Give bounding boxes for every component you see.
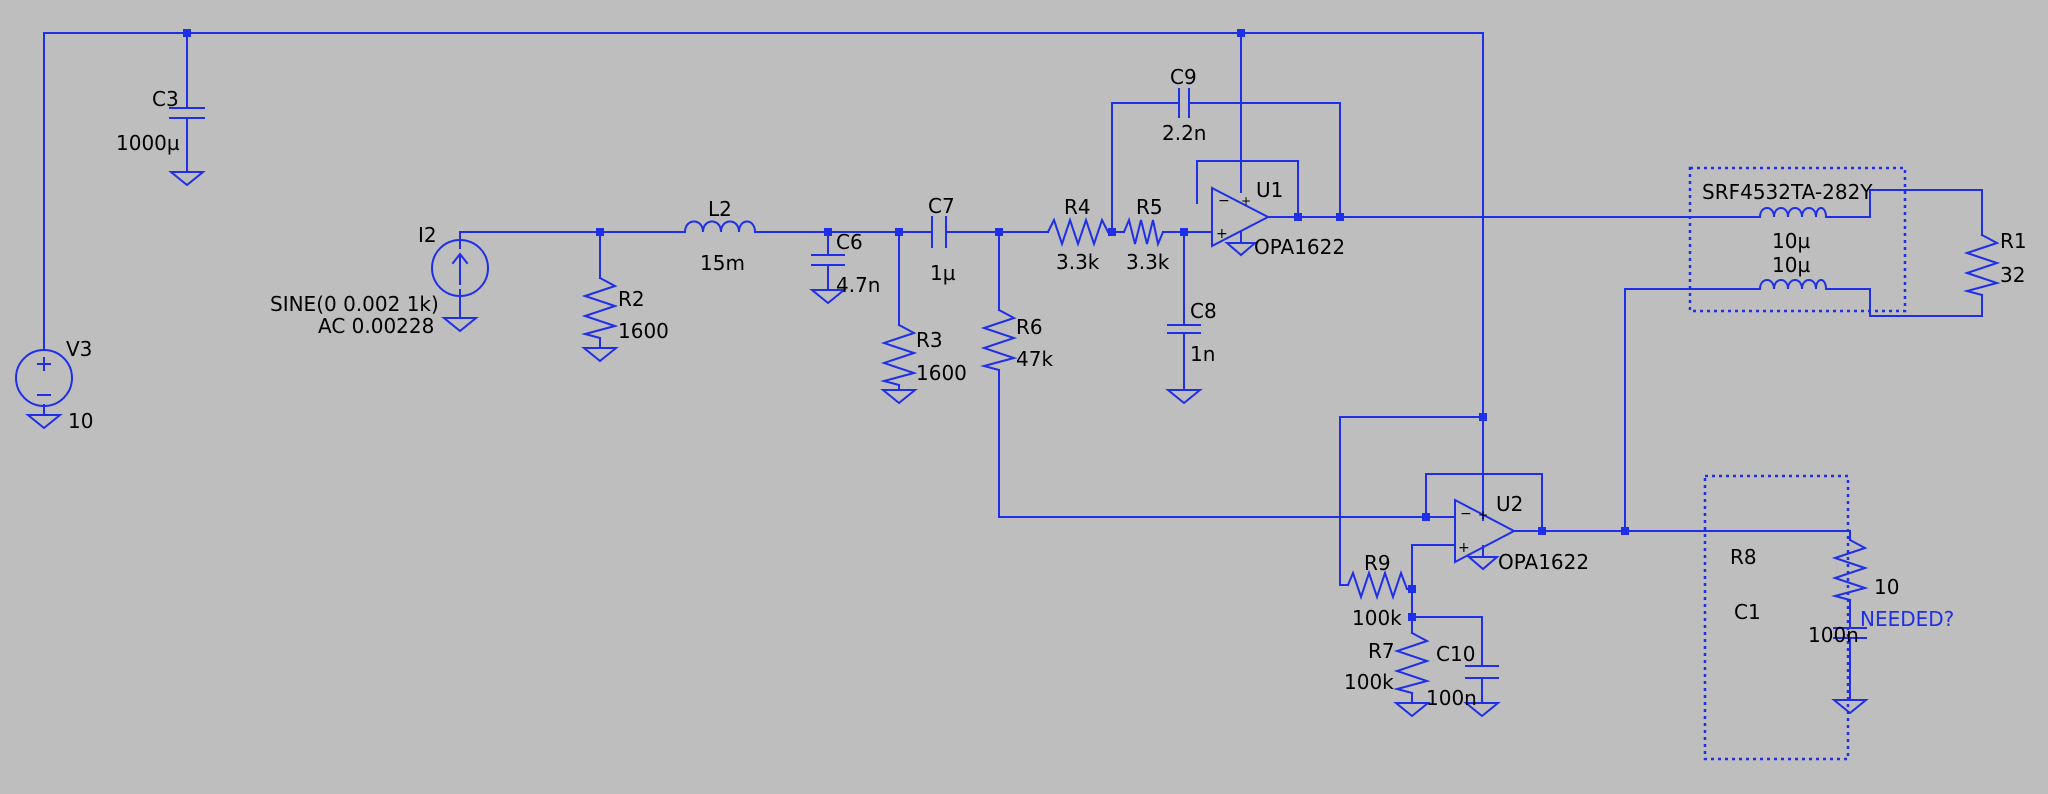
svg-text:−: − (1218, 193, 1230, 209)
capacitor-c9[interactable]: C9 2.2n (1162, 65, 1206, 145)
r4-value: 3.3k (1056, 250, 1100, 274)
r6-label: R6 (1016, 315, 1043, 339)
r4-label: R4 (1064, 195, 1091, 219)
r5-value: 3.3k (1126, 250, 1170, 274)
i2-ac-value: AC 0.00228 (318, 314, 434, 338)
resistor-r6[interactable]: R6 47k (980, 308, 1053, 372)
r1-label: R1 (2000, 229, 2027, 253)
opamp-u1[interactable]: − + + U1 OPA1622 (1211, 178, 1345, 259)
svg-text:+: + (1241, 194, 1251, 208)
c7-label: C7 (928, 194, 955, 218)
svg-text:+: + (1478, 508, 1488, 522)
choke-dashed-box (1688, 166, 1907, 313)
needed-note: NEEDED? (1860, 607, 1954, 631)
c8-label: C8 (1190, 299, 1217, 323)
r9-value: 100k (1352, 606, 1402, 630)
resistor-r4[interactable]: R4 3.3k (1046, 195, 1110, 274)
c3-label: C3 (152, 87, 179, 111)
i2-value: SINE(0 0.002 1k) (270, 292, 439, 316)
v3-label: V3 (66, 337, 92, 361)
choke-value-a: 10µ (1772, 229, 1810, 253)
r9-label: R9 (1364, 551, 1391, 575)
c7-value: 1µ (930, 261, 956, 285)
opamp-u2[interactable]: − + + U2 OPA1622 (1425, 492, 1589, 574)
u1-label: U1 (1256, 178, 1283, 202)
u2-value: OPA1622 (1498, 550, 1589, 574)
wires (43, 32, 1983, 704)
c6-label: C6 (836, 230, 863, 254)
current-source-i2[interactable]: I2 SINE(0 0.002 1k) AC 0.00228 (270, 223, 489, 338)
r1-value: 32 (2000, 263, 2025, 287)
voltage-source-v3[interactable]: V3 10 (15, 337, 93, 433)
r2-value: 1600 (618, 319, 669, 343)
c9-label: C9 (1170, 65, 1197, 89)
optional-dashed-box (1703, 474, 1850, 761)
capacitor-c8[interactable]: C8 1n (1165, 299, 1217, 405)
c1-label: C1 (1734, 600, 1761, 624)
r3-label: R3 (916, 328, 943, 352)
l2-label: L2 (708, 197, 732, 221)
c10-label: C10 (1436, 642, 1475, 666)
resistor-r2[interactable]: R2 1600 (581, 276, 669, 363)
capacitor-c6[interactable]: C6 4.7n (809, 230, 880, 305)
r3-value: 1600 (916, 361, 967, 385)
capacitor-c10[interactable]: C10 100n (1426, 642, 1501, 718)
c9-value: 2.2n (1162, 121, 1206, 145)
resistor-r3[interactable]: R3 1600 (880, 323, 967, 405)
v3-value: 10 (68, 409, 93, 433)
choke-label: SRF4532TA-282Y (1702, 180, 1873, 204)
resistor-r9[interactable]: R9 100k (1346, 551, 1409, 630)
i2-label: I2 (418, 223, 437, 247)
svg-text:+: + (1216, 226, 1228, 242)
r2-label: R2 (618, 287, 645, 311)
resistor-r1[interactable]: R1 32 (1963, 229, 2027, 297)
l2-value: 15m (700, 251, 745, 275)
optional-rc-network[interactable]: R8 10 C1 100n (1703, 474, 1899, 761)
resistor-r5[interactable]: R5 3.3k (1122, 195, 1170, 274)
c10-value: 100n (1426, 686, 1477, 710)
r5-label: R5 (1136, 195, 1163, 219)
resistor-r7[interactable]: R7 100k (1344, 631, 1431, 718)
inductor-l2[interactable]: L2 15m (683, 197, 757, 275)
r8-label: R8 (1730, 545, 1757, 569)
c6-value: 4.7n (836, 273, 880, 297)
u2-label: U2 (1496, 492, 1523, 516)
svg-text:−: − (1460, 506, 1472, 522)
c1-value: 100n (1808, 623, 1859, 647)
c8-value: 1n (1190, 342, 1215, 366)
r6-value: 47k (1016, 347, 1053, 371)
r7-value: 100k (1344, 670, 1394, 694)
svg-text:+: + (1458, 540, 1470, 556)
capacitor-c7[interactable]: C7 1µ (928, 194, 956, 285)
r7-label: R7 (1368, 639, 1395, 663)
r8-value: 10 (1874, 575, 1899, 599)
c3-value: 1000µ (116, 131, 180, 155)
choke-srf4532[interactable]: SRF4532TA-282Y 10µ 10µ (1688, 166, 1907, 313)
capacitor-c3[interactable]: C3 1000µ (116, 87, 206, 187)
u1-value: OPA1622 (1254, 235, 1345, 259)
choke-value-b: 10µ (1772, 253, 1810, 277)
